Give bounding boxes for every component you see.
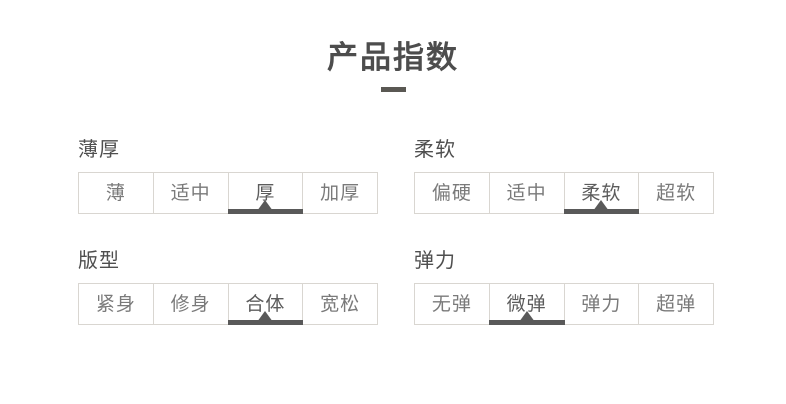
scale-option[interactable]: 修身 [153, 284, 229, 324]
scale-row: 薄 适中 厚 加厚 [78, 172, 378, 214]
scale-option-label: 修身 [170, 293, 211, 315]
scale-option[interactable]: 宽松 [303, 284, 377, 324]
scale-option-label: 厚 [255, 182, 276, 204]
index-groups-grid: 薄厚薄适中厚加厚柔软偏硬适中柔软超软版型紧身修身合体宽松弹力无弹微弹弹力超弹 [78, 136, 718, 358]
index-group: 柔软偏硬适中柔软超软 [414, 136, 718, 214]
scale-option-label: 加厚 [320, 182, 361, 204]
scale-option[interactable]: 加厚 [303, 173, 377, 213]
scale-option-selected[interactable]: 柔软 [563, 173, 640, 214]
group-label: 版型 [78, 248, 120, 272]
scale-option-label: 柔软 [581, 182, 622, 204]
scale-option-label: 无弹 [431, 293, 472, 315]
scale-option-label: 超软 [656, 182, 697, 204]
scale-option-selected[interactable]: 合体 [227, 284, 304, 325]
scale-option[interactable]: 薄 [79, 173, 154, 213]
selected-marker-triangle-icon [518, 311, 535, 322]
scale-option[interactable]: 弹力 [564, 284, 640, 324]
scale-option-label: 微弹 [506, 293, 547, 315]
scale-option[interactable]: 无弹 [415, 284, 490, 324]
scale-option[interactable]: 超弹 [639, 284, 713, 324]
page-header: 产品指数 [0, 38, 786, 92]
scale-option-label: 宽松 [320, 293, 361, 315]
title-underline-bar [380, 87, 406, 92]
scale-option[interactable]: 紧身 [79, 284, 154, 324]
scale-option-label: 偏硬 [431, 182, 472, 204]
selected-marker-triangle-icon [257, 200, 274, 211]
scale-option-selected[interactable]: 厚 [227, 173, 304, 214]
scale-row: 紧身 修身 合体 宽松 [78, 283, 378, 325]
scale-row: 偏硬 适中 柔软 超软 [414, 172, 714, 214]
selected-marker-triangle-icon [593, 200, 610, 211]
scale-option-label: 超弹 [656, 293, 697, 315]
scale-option-label: 适中 [170, 182, 211, 204]
index-group: 薄厚薄 适中 厚 加厚 [78, 136, 414, 214]
group-label: 柔软 [414, 137, 456, 161]
selected-marker-triangle-icon [257, 311, 274, 322]
scale-option-label: 薄 [105, 182, 126, 204]
index-group: 版型紧身 修身 合体 宽松 [78, 247, 414, 325]
scale-option-label: 合体 [245, 293, 286, 315]
scale-option[interactable]: 适中 [489, 173, 565, 213]
scale-row: 无弹 微弹 弹力 超弹 [414, 283, 714, 325]
scale-option[interactable]: 适中 [153, 173, 229, 213]
group-label: 薄厚 [78, 137, 120, 161]
scale-option-selected[interactable]: 微弹 [488, 284, 565, 325]
page-title: 产品指数 [327, 40, 459, 76]
scale-option-label: 适中 [506, 182, 547, 204]
scale-option[interactable]: 超软 [639, 173, 713, 213]
group-label: 弹力 [414, 248, 456, 272]
scale-option-label: 弹力 [581, 293, 622, 315]
scale-option[interactable]: 偏硬 [415, 173, 490, 213]
scale-option-label: 紧身 [95, 293, 136, 315]
index-group: 弹力无弹微弹弹力超弹 [414, 247, 718, 325]
